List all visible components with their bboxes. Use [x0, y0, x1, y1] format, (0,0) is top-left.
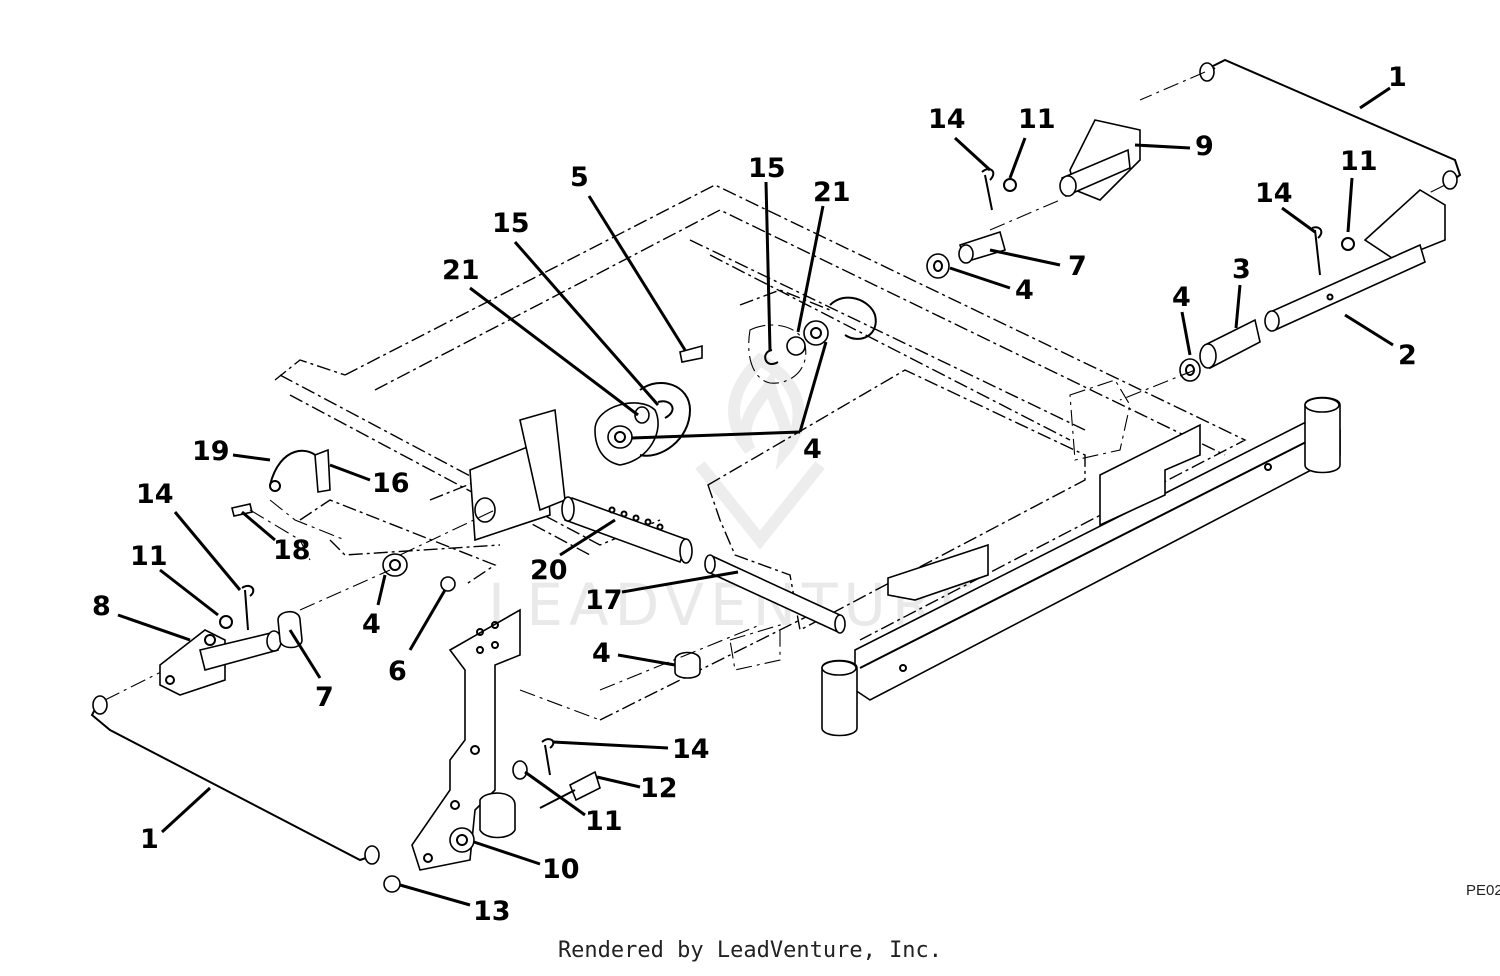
lift-handle-parts: [231, 448, 346, 561]
mower-frame: [274, 184, 1247, 721]
footer-credit: Rendered by LeadVenture, Inc.: [557, 938, 943, 963]
front-axle-tube: [821, 396, 1341, 737]
callout-4-center: 4: [803, 434, 822, 465]
callout-13: 13: [473, 896, 511, 927]
center-hub-assembly: [469, 296, 877, 542]
callout-14-right: 14: [1255, 178, 1293, 209]
callout-6: 6: [388, 656, 407, 687]
callout-17: 17: [585, 585, 623, 616]
callout-14-top: 14: [928, 104, 966, 135]
callout-20: 20: [530, 555, 568, 586]
front-brackets: [887, 379, 1201, 601]
callout-9: 9: [1195, 131, 1214, 162]
callout-19: 19: [192, 436, 230, 467]
callout-2: 2: [1398, 340, 1417, 371]
watermark-v-icon: [695, 461, 825, 550]
callout-21-mid: 21: [442, 255, 480, 286]
leader-lines: [117, 86, 1394, 907]
callout-3: 3: [1232, 254, 1251, 285]
callout-11-low: 11: [585, 806, 623, 837]
callout-4-top: 4: [1015, 275, 1034, 306]
callout-labels: 1 14 11 9 11 14 7 4 3 4 2 15 21 5 15 21 …: [92, 62, 1417, 927]
lower-bracket-assembly: [383, 608, 781, 893]
callout-21-top: 21: [813, 177, 851, 208]
callout-11-right: 11: [1340, 146, 1378, 177]
callout-18: 18: [273, 535, 311, 566]
callout-11-left: 11: [130, 541, 168, 572]
pivot-pins: [561, 496, 846, 634]
watermark-flame-icon: [728, 352, 805, 471]
callout-8: 8: [92, 591, 111, 622]
callout-16: 16: [372, 468, 410, 499]
callout-7-top: 7: [1068, 251, 1087, 282]
callout-4-left: 4: [362, 609, 381, 640]
callout-15-mid: 15: [492, 208, 530, 239]
callout-7-left: 7: [315, 682, 334, 713]
callout-15-top: 15: [748, 153, 786, 184]
callout-4-right: 4: [1172, 282, 1191, 313]
callout-11-top: 11: [1018, 104, 1056, 135]
callout-14-left: 14: [136, 479, 174, 510]
callout-5: 5: [570, 162, 589, 193]
callout-1-top: 1: [1388, 62, 1407, 93]
callout-12: 12: [640, 773, 678, 804]
left-lift-assembly: [90, 509, 496, 865]
right-lift-assembly: [926, 58, 1462, 401]
callout-10: 10: [542, 854, 580, 885]
drawing-code: PE02: [1466, 882, 1500, 899]
callout-1-bottom: 1: [140, 824, 159, 855]
callout-14-low: 14: [672, 734, 710, 765]
callout-4-low: 4: [592, 638, 611, 669]
